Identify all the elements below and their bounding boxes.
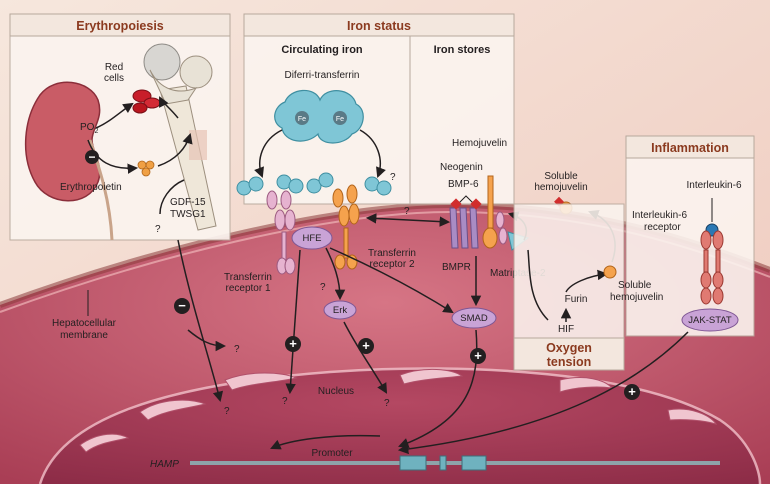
bmp-complex [449,175,508,249]
nucleus-label: Nucleus [318,386,354,397]
gdf15-label: GDF-15 [170,197,206,208]
plus-badge-hfe: + [285,336,301,352]
promoter-label: Promoter [311,448,353,459]
tfr1-label-1: Transferrin [224,272,272,283]
soluble-hjv-top-1: Soluble [544,171,578,182]
svg-text:JAK-STAT: JAK-STAT [688,315,732,326]
svg-text:−: − [88,150,95,164]
svg-text:?: ? [404,206,410,217]
transferrin-receptor-2 [332,184,360,270]
smad-pill: SMAD [451,307,497,329]
svg-text:+: + [628,384,636,399]
svg-text:?: ? [384,398,390,409]
panel-title-oxygen-2: tension [547,355,591,369]
diferri-transferrin-icon: Fe Fe [274,89,364,144]
il6r-label-2: receptor [644,222,681,233]
svg-text:+: + [289,336,297,351]
panel-title-oxygen-1: Oxygen [546,341,592,355]
plus-badge-erk: + [358,338,374,354]
panel-title-erythropoiesis: Erythropoiesis [76,19,164,33]
hamp-label: HAMP [150,459,179,470]
bone-icon [143,43,217,231]
soluble-hemojuvelin-bottom-icon [603,265,617,279]
panel-inflammation: Inflammation [625,135,755,337]
svg-text:Fe: Fe [298,116,306,123]
erythropoietin-icon [137,160,155,177]
neogenin-icon [495,211,508,245]
svg-text:HFE: HFE [303,233,322,244]
erk-pill: Erk [323,300,357,320]
svg-text:?: ? [282,396,288,407]
il6-label: Interleukin-6 [686,180,741,191]
twsg1-label: TWSG1 [170,209,206,220]
question-mark: ? [155,224,161,235]
membrane-label-1: Hepatocellular [52,318,117,329]
jak-stat-pill: JAK-STAT [681,308,739,332]
iron-stores-heading: Iron stores [434,44,491,56]
hif-label: HIF [558,324,574,335]
minus-badge: − [174,298,190,314]
bmpr-label: BMPR [442,262,471,273]
svg-text:Erk: Erk [333,305,348,316]
svg-text:Fe: Fe [336,116,344,123]
panel-title-inflammation: Inflammation [651,141,729,155]
furin-label: Furin [565,294,588,305]
er-membranes [79,368,718,453]
membrane-label-2: membrane [60,330,108,341]
plus-badge-jak: + [624,384,640,400]
svg-text:SMAD: SMAD [460,313,488,324]
soluble-hjv-bottom-1: Soluble [618,280,652,291]
transferrin-receptor-1 [266,190,296,275]
erythropoietin-label: Erythropoietin [60,182,122,193]
hemojuvelin-label: Hemojuvelin [452,138,507,149]
minus-sign [85,150,99,164]
svg-text:?: ? [390,172,396,183]
hamp-gene [190,455,720,471]
tfr1-label-2: receptor 1 [225,283,270,294]
hemojuvelin-icon [482,175,498,249]
diferri-transferrin-label: Diferri-transferrin [284,70,359,81]
po2-label: PO2 [80,122,98,135]
svg-text:+: + [474,348,482,363]
il6r-label-1: Interleukin-6 [632,210,687,221]
neogenin-label: Neogenin [440,162,483,173]
svg-text:?: ? [320,282,326,293]
red-cells-label-1: Red [105,62,123,73]
panel-title-iron-status: Iron status [347,19,411,33]
svg-text:?: ? [224,406,230,417]
plus-badge-smad: + [470,348,486,364]
il6-receptor-icon [700,198,724,305]
svg-text:?: ? [234,344,240,355]
svg-text:+: + [362,338,370,353]
soluble-hjv-top-2: hemojuvelin [534,182,587,193]
red-cells-label-2: cells [104,73,124,84]
soluble-hjv-bottom-2: hemojuvelin [610,292,663,303]
circulating-iron-heading: Circulating iron [281,44,363,56]
bmpr-icon [449,207,479,249]
panel-oxygen-tension: Oxygen tension [513,203,625,371]
bmp6-label: BMP-6 [448,179,479,190]
tfr2-label-1: Transferrin [368,248,416,259]
hfe-pill: HFE [291,226,333,250]
tfr2-label-2: receptor 2 [369,259,414,270]
svg-text:−: − [178,298,186,313]
transferrin-clusters [236,172,392,196]
